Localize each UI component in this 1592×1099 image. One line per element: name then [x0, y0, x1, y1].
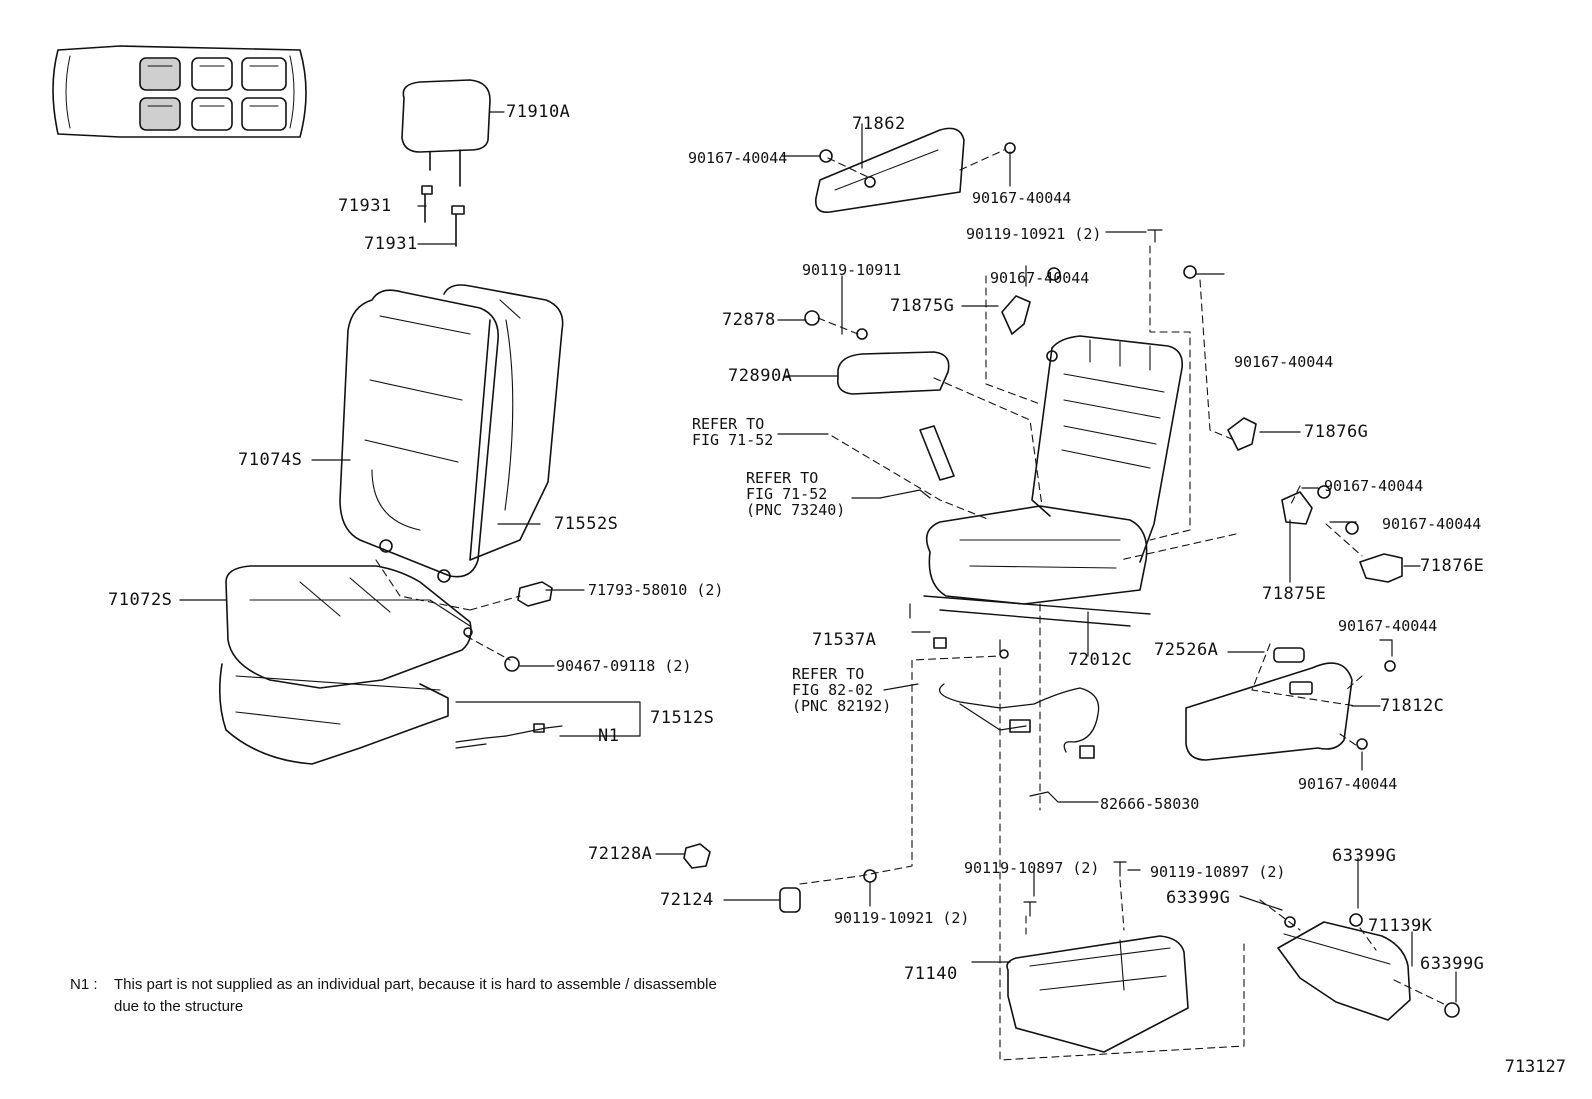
- label-90119-10897-right: 90119-10897 (2): [1150, 863, 1286, 881]
- label-90167-40044-g: 90167-40044: [1338, 617, 1438, 635]
- footnote-line-1: This part is not supplied as an individu…: [114, 976, 717, 993]
- label-72012C: 72012C: [1068, 650, 1133, 670]
- label-90167-40044-a: 90167-40044: [688, 149, 788, 167]
- footnote-line-2: due to the structure: [114, 998, 244, 1015]
- label-71140: 71140: [904, 964, 958, 984]
- label-72526A: 72526A: [1154, 640, 1219, 660]
- label-71812C: 71812C: [1380, 696, 1445, 716]
- wire-harness-drawing: [939, 683, 1100, 803]
- label-72128A: 72128A: [588, 844, 653, 864]
- label-63399G-mid: 63399G: [1166, 888, 1231, 908]
- assembly-guide-lines: [375, 149, 1449, 1061]
- label-71537A: 71537A: [812, 630, 877, 650]
- label-71072S: 71072S: [108, 590, 173, 610]
- label-refer-fig-71-52: REFER TO FIG 71-52: [692, 415, 774, 449]
- label-90167-40044-e: 90167-40044: [1324, 477, 1424, 495]
- label-63399G-top: 63399G: [1332, 846, 1397, 866]
- label-71876G: 71876G: [1304, 422, 1369, 442]
- label-71074S: 71074S: [238, 450, 303, 470]
- label-90119-10897-left: 90119-10897 (2): [964, 859, 1100, 877]
- label-71910A: 71910A: [506, 102, 571, 122]
- label-90167-40044-f: 90167-40044: [1382, 515, 1482, 533]
- label-90119-10911: 90119-10911: [802, 261, 902, 279]
- label-71875G: 71875G: [890, 296, 955, 316]
- side-cover-71139k-drawing: [1277, 913, 1460, 1021]
- label-90167-40044-c: 90167-40044: [990, 269, 1090, 287]
- label-refer-fig-82-02: REFER TO FIG 82-02 (PNC 82192): [792, 665, 892, 715]
- label-90167-40044-h: 90167-40044: [1298, 775, 1398, 793]
- label-71793-58010: 71793-58010 (2): [588, 581, 724, 599]
- label-72124: 72124: [660, 890, 714, 910]
- seatback-drawing: [339, 284, 564, 583]
- label-71875E: 71875E: [1262, 584, 1327, 604]
- small-parts-left: [455, 581, 877, 913]
- label-63399G-bottom: 63399G: [1420, 954, 1485, 974]
- label-90119-10921-lower: 90119-10921 (2): [834, 909, 970, 927]
- headrest-drawing: [401, 79, 491, 247]
- label-72878: 72878: [722, 310, 776, 330]
- cushion-drawing: [218, 565, 473, 765]
- seat-frame-drawing: [909, 335, 1184, 659]
- label-71552S: 71552S: [554, 514, 619, 534]
- side-cover-drawing: [1185, 647, 1396, 761]
- footnote-n1: N1 : This part is not supplied as an indi…: [70, 974, 717, 1018]
- label-refer-fig-71-52-pnc: REFER TO FIG 71-52 (PNC 73240): [746, 469, 846, 519]
- label-N1: N1: [598, 726, 620, 746]
- label-71931-upper: 71931: [338, 196, 392, 216]
- label-71512S: 71512S: [650, 708, 715, 728]
- label-82666-58030: 82666-58030: [1100, 795, 1200, 813]
- bottom-cover-drawing: [1006, 861, 1189, 1053]
- armrest-drawing: [804, 310, 950, 395]
- label-90119-10921-upper: 90119-10921 (2): [966, 225, 1102, 243]
- footnote-key: N1 :: [70, 976, 98, 993]
- label-90167-40044-b: 90167-40044: [972, 189, 1072, 207]
- label-71876E: 71876E: [1420, 556, 1485, 576]
- label-90467-09118: 90467-09118 (2): [556, 657, 692, 675]
- label-71862: 71862: [852, 114, 906, 134]
- label-71139K: 71139K: [1368, 916, 1433, 936]
- label-72890A: 72890A: [728, 366, 793, 386]
- figure-number: 713127: [1504, 1057, 1566, 1077]
- vehicle-locator-icon: [52, 45, 307, 138]
- label-71931-lower: 71931: [364, 234, 418, 254]
- label-90167-40044-d: 90167-40044: [1234, 353, 1334, 371]
- leader-lines: [179, 111, 1457, 1003]
- small-parts-center: [879, 229, 1403, 649]
